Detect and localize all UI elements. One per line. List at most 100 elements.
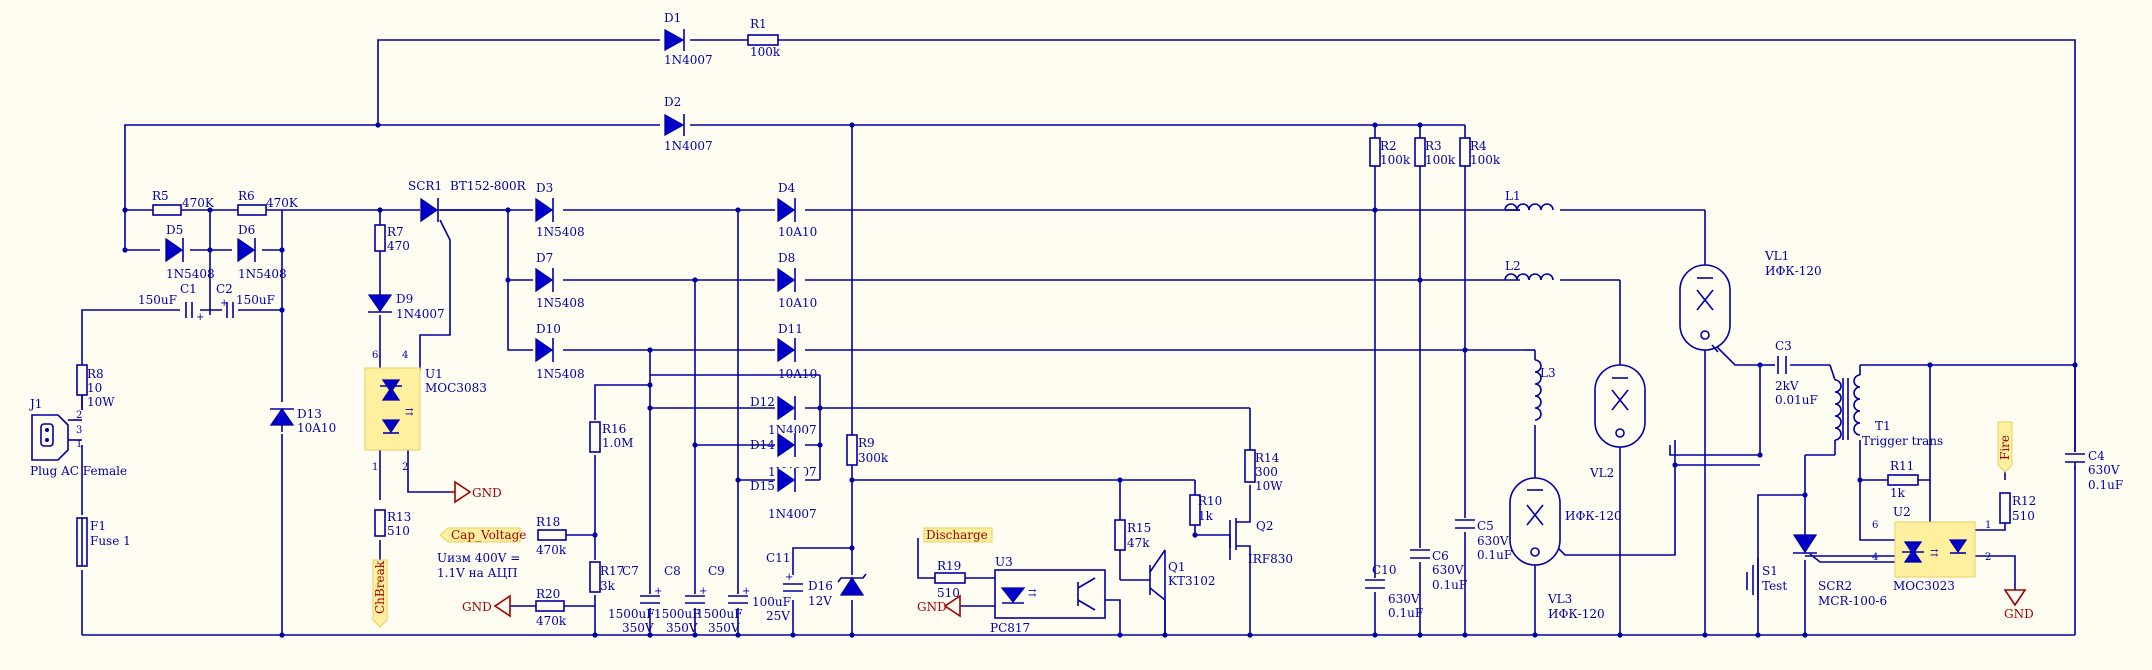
diode-d12: D12 1N4007 [750, 395, 817, 437]
c8-ref: C8 [664, 564, 681, 578]
d15-value: 1N4007 [768, 507, 817, 521]
diode-d2: D2 1N4007 [660, 95, 713, 153]
wires [81, 39, 2076, 636]
u1-pin6: 6 [372, 350, 378, 361]
d5-value: 1N5408 [166, 267, 215, 281]
r4-value: 100k [1470, 153, 1501, 167]
r14-value: 300 [1255, 465, 1278, 479]
scr2-ref: SCR2 [1818, 579, 1852, 593]
vl3-value: ИФК-120 [1548, 607, 1605, 621]
d9-ref: D9 [396, 292, 413, 306]
r20-value: 470k [536, 614, 567, 628]
discharge-label: Discharge [926, 528, 988, 542]
c6-value: 630V [1432, 563, 1464, 577]
thyristor-scr2: SCR2 MCR-100-6 [1792, 534, 1895, 608]
c4-ref: C4 [2088, 449, 2105, 463]
note: Uизм 400V = 1.1V на АЦП [437, 551, 520, 580]
vl3b-value: ИФК-120 [1565, 509, 1622, 523]
r20-ref: R20 [536, 587, 560, 601]
resistor-r14: R14 300 10W [1244, 449, 1283, 493]
capacitor-c9: C9 1500uF 350V + [696, 564, 750, 635]
r16-ref: R16 [602, 422, 626, 436]
c2-value: 150uF [236, 293, 275, 307]
r13-ref: R13 [387, 510, 411, 524]
r8-value: 10 [87, 381, 102, 395]
u1-pin1: 1 [372, 462, 378, 473]
resistor-r18: R18 470k [536, 515, 567, 557]
d15-ref: D15 [750, 479, 775, 493]
net-label-fire: Fire [1997, 421, 2013, 473]
capacitor-c11: C11 100uF 25V + [752, 551, 805, 623]
fuse-f1: F1 Fuse 1 [76, 517, 131, 567]
note-line2: 1.1V на АЦП [437, 566, 518, 580]
u2-value: MOC3023 [1893, 579, 1955, 593]
d12-ref: D12 [750, 395, 775, 409]
diode-d13: D13 10A10 [269, 402, 336, 435]
c9-value2: 350V [708, 621, 740, 635]
d1-ref: D1 [664, 11, 681, 25]
note-line1: Uизм 400V = [437, 551, 520, 565]
transistor-q2: Q2 IRF830 [1229, 518, 1293, 600]
c8-value2: 350V [666, 621, 698, 635]
diode-d6: D6 1N5408 [232, 223, 287, 281]
resistor-r17: R17 3k [589, 561, 624, 593]
svg-text:+: + [654, 586, 662, 597]
resistor-r5: R5 470K [152, 189, 215, 216]
u3-ref: U3 [995, 555, 1013, 569]
u2-pin6: 6 [1872, 520, 1878, 531]
l3-ref: L3 [1540, 366, 1556, 380]
c1-ref: C1 [180, 282, 197, 296]
s1-value: Test [1762, 579, 1787, 593]
gnd-label: GND [917, 600, 947, 614]
vl1-value: ИФК-120 [1765, 264, 1822, 278]
thyristor-scr1: SCR1 BT152-800R [408, 179, 527, 223]
diode-d16: D16 12V [808, 573, 867, 608]
r12-value: 510 [2012, 509, 2035, 523]
svg-text:+: + [699, 586, 707, 597]
fire-label: Fire [1998, 435, 2012, 460]
resistor-r9: R9 300k [846, 434, 889, 466]
r12-ref: R12 [2012, 494, 2036, 508]
d6-ref: D6 [238, 223, 255, 237]
r8-value2: 10W [87, 395, 115, 409]
d5-ref: D5 [166, 223, 183, 237]
r13-value: 510 [387, 524, 410, 538]
u2-ref: U2 [1893, 505, 1911, 519]
diode-d5: D5 1N5408 [160, 223, 215, 281]
diode-d4: D4 10A10 [775, 181, 817, 239]
c3-value2: 0.01uF [1775, 393, 1818, 407]
r18-ref: R18 [536, 515, 560, 529]
transistor-q1: Q1 KT3102 [1149, 549, 1216, 601]
u1-value: MOC3083 [425, 381, 487, 395]
vl1-ref: VL1 [1764, 249, 1789, 263]
diode-d7: D7 1N5408 [533, 251, 585, 310]
r9-value: 300k [858, 451, 889, 465]
inductor-l1: L1 [1504, 189, 1554, 211]
resistor-r13: R13 510 [374, 509, 411, 538]
r11-ref: R11 [1890, 459, 1914, 473]
c10-value: 630V [1388, 592, 1420, 606]
resistor-r11: R11 1k [1887, 459, 1919, 500]
d16-value: 12V [808, 594, 832, 608]
r2-ref: R2 [1380, 139, 1397, 153]
c1-value: 150uF [138, 293, 177, 307]
q2-value: IRF830 [1248, 552, 1293, 566]
c3-value: 2kV [1775, 379, 1799, 393]
d1-value: 1N4007 [664, 53, 713, 67]
c4-value: 630V [2088, 463, 2120, 477]
c6-value2: 0.1uF [1432, 578, 1467, 592]
c10-value2: 0.1uF [1388, 606, 1423, 620]
r19-ref: R19 [937, 559, 961, 573]
capacitor-c4: C4 630V 0.1uF [2063, 449, 2123, 492]
r10-value: 1k [1198, 509, 1214, 523]
r17-ref: R17 [600, 564, 624, 578]
vl2-ref: VL2 [1589, 466, 1614, 480]
l1-ref: L1 [1505, 189, 1521, 203]
d16-ref: D16 [808, 579, 833, 593]
svg-text:⇉: ⇉ [1028, 588, 1037, 599]
j1-pin3: 3 [76, 425, 82, 436]
diode-d1: D1 1N4007 [660, 11, 713, 67]
c3-ref: C3 [1775, 339, 1792, 353]
r15-value: 47k [1127, 536, 1150, 550]
d4-value: 10A10 [778, 225, 817, 239]
